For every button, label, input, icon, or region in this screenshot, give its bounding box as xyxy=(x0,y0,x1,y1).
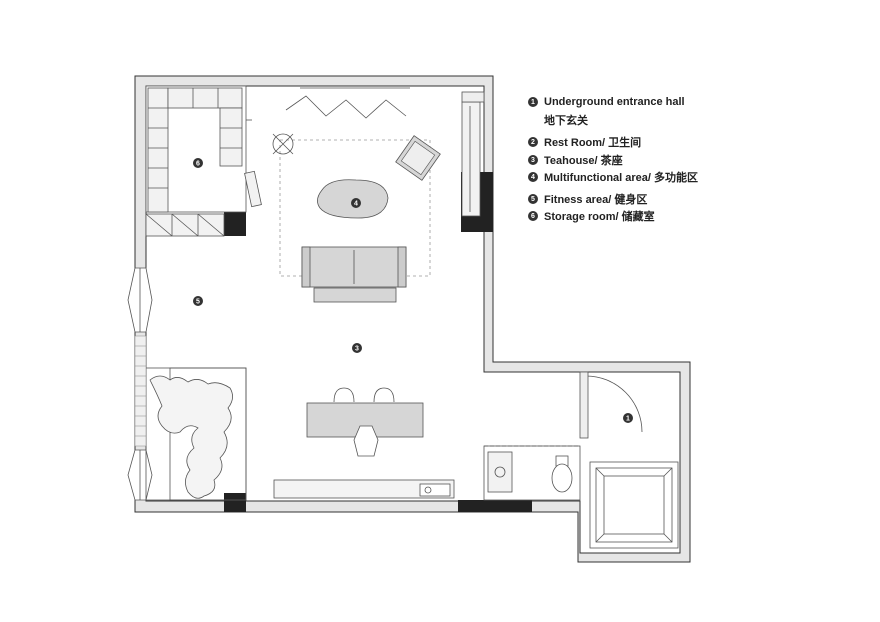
legend-item-rest-room: 2 Rest Room/ 卫生间 xyxy=(528,134,641,150)
legend-label: Teahouse/ 茶座 xyxy=(544,155,623,167)
armchair xyxy=(395,135,441,181)
legend-item-storage: 6 Storage room/ 储藏室 xyxy=(528,208,655,224)
legend-item-entrance-hall: 1 Underground entrance hall 地下玄关 xyxy=(528,96,685,128)
entrance-door xyxy=(579,371,643,439)
legend-number: 2 xyxy=(528,137,538,147)
legend-label: Multifunctional area/ 多功能区 xyxy=(544,172,699,184)
svg-text:1: 1 xyxy=(626,416,630,423)
restroom xyxy=(483,445,581,501)
coffee-table xyxy=(317,179,389,219)
marker-storage: 6 xyxy=(193,158,203,168)
legend-item-fitness: 5 Fitness area/ 健身区 xyxy=(528,191,647,207)
legend-number: 1 xyxy=(528,97,538,107)
wall-cabinet xyxy=(461,91,485,217)
legend-label: Fitness area/ 健身区 xyxy=(544,194,648,206)
brick-walls xyxy=(134,335,147,447)
legend-number: 4 xyxy=(528,172,538,182)
marker-multifunctional: 4 xyxy=(351,198,361,208)
ceiling-feature xyxy=(285,95,407,119)
garden-bed xyxy=(145,367,247,501)
storage-room xyxy=(145,85,262,237)
svg-text:6: 6 xyxy=(196,161,200,168)
room-markers: 1 3 4 5 6 xyxy=(193,158,633,423)
svg-text:5: 5 xyxy=(196,299,200,306)
legend-item-teahouse: 3 Teahouse/ 茶座 xyxy=(528,152,623,168)
sofa xyxy=(301,246,407,303)
legend-number: 5 xyxy=(528,194,538,204)
marker-fitness: 5 xyxy=(193,296,203,306)
legend-label: Rest Room/ 卫生间 xyxy=(544,137,642,149)
marker-entrance: 1 xyxy=(623,413,633,423)
tea-table xyxy=(306,387,424,457)
counter xyxy=(273,479,455,499)
legend-number: 3 xyxy=(528,155,538,165)
svg-text:4: 4 xyxy=(354,201,358,208)
legend-label: Underground entrance hall xyxy=(544,96,685,108)
elevator xyxy=(589,461,679,549)
legend-number: 6 xyxy=(528,211,538,221)
marker-teahouse: 3 xyxy=(352,343,362,353)
legend-sublabel: 地下玄关 xyxy=(544,115,588,127)
legend-label: Storage room/ 储藏室 xyxy=(544,211,655,223)
svg-text:3: 3 xyxy=(355,346,359,353)
legend-item-multifunctional: 4 Multifunctional area/ 多功能区 xyxy=(528,169,698,185)
plant-pot xyxy=(272,133,294,155)
